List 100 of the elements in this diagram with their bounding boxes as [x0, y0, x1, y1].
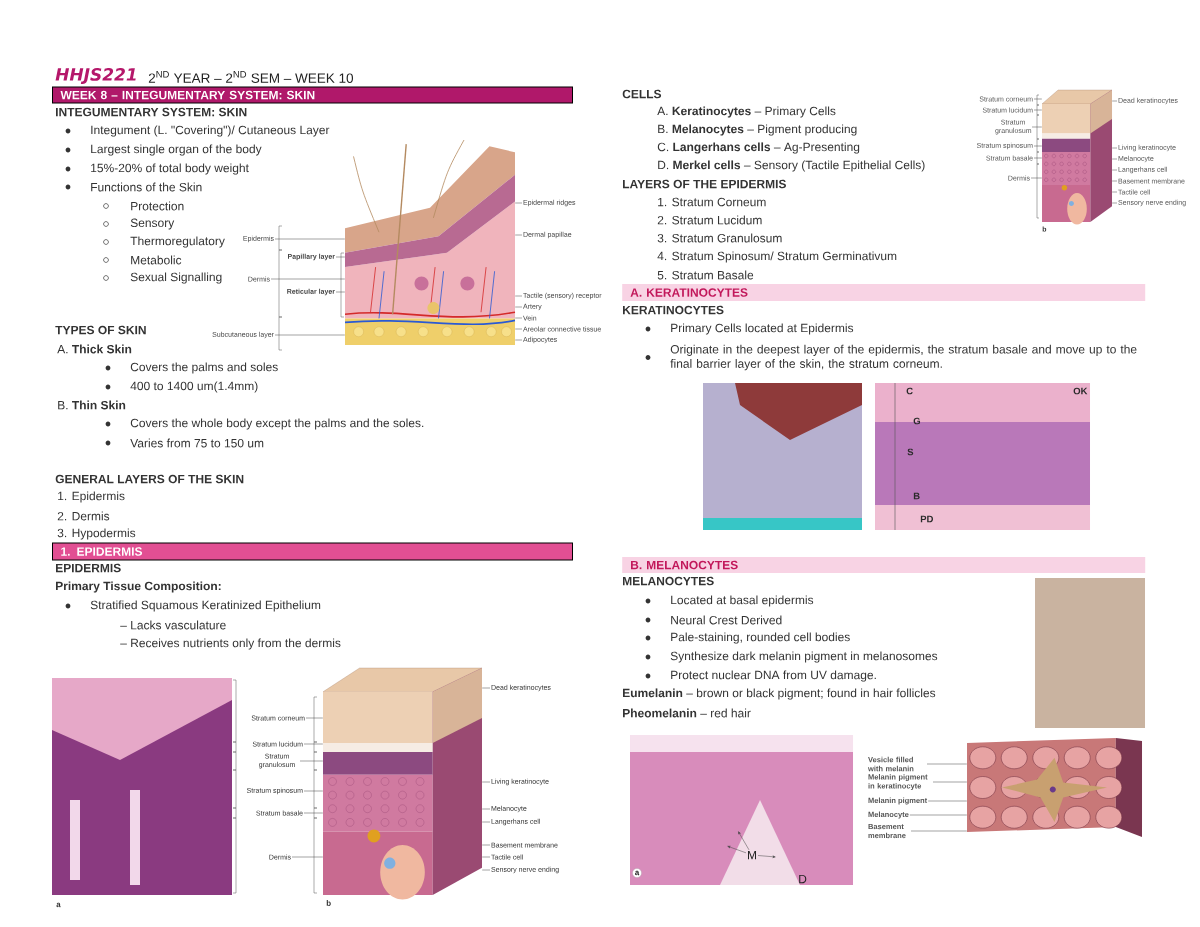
list-item: Protect nuclear DNA from UV damage.	[671, 670, 876, 682]
leader-line	[481, 844, 491, 846]
leader-line	[1111, 147, 1118, 149]
leader-line	[514, 339, 523, 341]
leader-line	[932, 781, 968, 783]
leader-line	[1111, 180, 1118, 182]
leader-line	[909, 814, 968, 816]
leader-line	[514, 234, 523, 236]
micrograph-label: M	[748, 850, 756, 860]
arrow	[738, 831, 750, 851]
section-band: A. KERATINOCYTES	[622, 284, 1146, 301]
list-item: Integument (L. "Covering")/ Cutaneous Layer	[91, 125, 330, 137]
leader-line	[274, 238, 346, 240]
list-item: Metabolic	[131, 255, 182, 265]
list-item: 1. Stratum Corneum	[658, 197, 766, 207]
leader-line	[481, 781, 491, 783]
list-item: Varies from 75 to 150 um	[130, 438, 264, 448]
epidermis-block-drawing	[322, 667, 483, 900]
list-item: Covers the palms and soles	[130, 362, 278, 374]
leader-line	[514, 306, 523, 308]
leader-line	[910, 830, 968, 832]
list-item: 1. Epidermis	[58, 491, 125, 503]
list-item: A. Keratinocytes – Primary Cells	[657, 106, 836, 118]
micrograph-label: S	[907, 448, 914, 456]
leader-line	[335, 256, 346, 258]
leader-line	[1033, 98, 1043, 100]
leader-line	[514, 202, 523, 204]
leader-line	[481, 869, 491, 871]
list-item: Covers the whole body except the palms and the soles.	[130, 418, 424, 430]
leader-line	[1111, 202, 1118, 204]
leader-line	[291, 856, 324, 858]
leader-line	[514, 295, 523, 297]
section-band: B. MELANOCYTES	[622, 557, 1146, 573]
leader-line	[335, 291, 346, 293]
list-item: Located at basal epidermis	[671, 595, 814, 607]
leader-line	[1033, 157, 1043, 159]
list-item: 2. Stratum Lucidum	[657, 215, 762, 225]
leader-line	[303, 790, 324, 792]
section-heading: CELLS	[622, 89, 662, 99]
leader-line	[274, 334, 346, 336]
list-item: – Receives nutrients only from the dermis	[120, 638, 341, 650]
micrograph-label: G	[913, 417, 920, 425]
leader-line	[1111, 158, 1118, 160]
micrograph-label: PD	[920, 515, 933, 523]
list-item: 4. Stratum Spinosum/ Stratum Germinativum	[657, 251, 897, 263]
page-title: 2$^{ND}$ YEAR – 2$^{ND}$ SEM – WEEK 10	[148, 71, 354, 83]
list-item: Sensory	[130, 218, 175, 230]
section-heading: TYPES OF SKIN	[55, 325, 146, 335]
leader-line	[481, 808, 491, 810]
section-band: WEEK 8 – INTEGUMENTARY SYSTEM: SKIN	[52, 86, 573, 104]
list-item: 400 to 1400 um(1.4mm)	[130, 381, 258, 393]
list-item: C. Langerhans cells – Ag-Presenting	[657, 142, 860, 154]
micrograph-label: OK	[1073, 387, 1088, 395]
list-item: Eumelanin – brown or black pigment; found in hair follicles	[623, 688, 936, 700]
leader-line	[927, 800, 968, 802]
list-item: B. Melanocytes – Pigment producing	[658, 124, 857, 136]
leader-line	[1033, 145, 1043, 147]
list-item: Pheomelanin – red hair	[623, 708, 751, 718]
list-item: Pale-staining, rounded cell bodies	[671, 632, 850, 644]
leader-line	[270, 278, 346, 280]
leader-line	[481, 687, 491, 689]
leader-line	[299, 760, 324, 762]
section-band: 1. EPIDERMIS	[52, 542, 573, 561]
list-item: Originate in the deepest layer of the epidermis, the stratum basale and move up to the final barrier layer of the skin, the stratum corneum.	[670, 344, 1137, 371]
skin-diagram-drawing	[344, 139, 516, 345]
leader-line	[1030, 177, 1043, 179]
list-item: Primary Cells located at Epidermis	[671, 323, 854, 335]
list-item: D. Merkel cells – Sensory (Tactile Epithelial Cells)	[658, 160, 925, 172]
list-item: B. Thin Skin	[58, 400, 126, 410]
leader-line	[1111, 169, 1118, 171]
list-item: Stratified Squamous Keratinized Epithelium	[90, 600, 321, 612]
leader-line	[303, 812, 324, 814]
melanocyte-drawing	[967, 738, 1142, 837]
micrograph-label: D	[799, 874, 807, 884]
epidermis-block-drawing	[1041, 89, 1113, 225]
leader-line	[1031, 126, 1043, 128]
list-item: Protection	[131, 201, 184, 211]
leader-line	[1033, 109, 1043, 111]
list-item: 3. Stratum Granulosum	[657, 233, 782, 243]
list-item: 15%-20% of total body weight	[91, 163, 249, 175]
list-item: Thermoregulatory	[130, 236, 225, 248]
section-heading: LAYERS OF THE EPIDERMIS	[623, 179, 786, 189]
list-item: Functions of the Skin	[91, 182, 202, 192]
list-item: Sexual Signalling	[130, 272, 222, 284]
list-item: A. Thick Skin	[57, 344, 132, 354]
list-item: Neural Crest Derived	[671, 615, 782, 625]
leader-line	[303, 743, 324, 745]
list-item: 2. Dermis	[57, 511, 110, 521]
list-item: – Lacks vasculature	[120, 620, 226, 630]
leader-line	[514, 317, 523, 319]
section-heading: GENERAL LAYERS OF THE SKIN	[55, 474, 244, 484]
list-item: Largest single organ of the body	[91, 144, 262, 156]
leader-line	[305, 717, 324, 719]
arrow	[727, 845, 747, 854]
figure-letter: a	[632, 868, 642, 878]
leader-line	[514, 328, 523, 330]
leader-line	[481, 821, 491, 823]
section-heading: Primary Tissue Composition:	[56, 581, 221, 593]
leader-line	[1111, 191, 1118, 193]
micrograph-label: C	[906, 387, 913, 395]
